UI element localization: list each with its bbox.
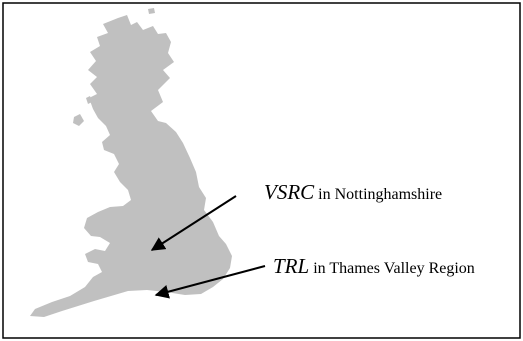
vsrc-arrow: [150, 195, 237, 251]
vsrc-abbreviation: VSRC: [264, 180, 315, 204]
island-shape: [73, 114, 84, 126]
great-britain-landmass: [30, 15, 232, 317]
trl-abbreviation: TRL: [273, 254, 310, 278]
trl-arrow: [154, 265, 266, 299]
vsrc-description: in Nottinghamshire: [318, 186, 443, 203]
vsrc-label: VSRC in Nottinghamshire: [264, 182, 442, 203]
trl-label: TRL in Thames Valley Region: [273, 256, 475, 277]
island-shape: [86, 96, 92, 104]
trl-description: in Thames Valley Region: [313, 260, 475, 277]
island-shape: [148, 8, 155, 14]
